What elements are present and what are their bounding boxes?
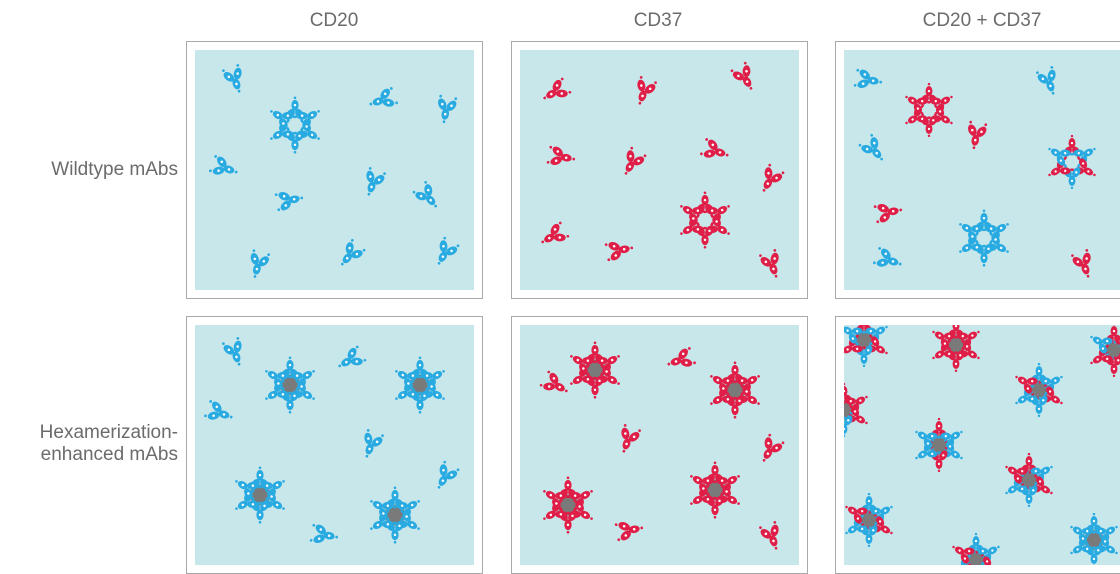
membrane-scene xyxy=(520,50,799,290)
membrane-scene xyxy=(844,50,1120,290)
row-title-line-1: Hexamerization- xyxy=(0,422,178,444)
column-title-cd20: CD20 xyxy=(214,10,454,32)
panel-wildtype-cd20-cd37 xyxy=(835,41,1120,299)
row-title-line-2: enhanced mAbs xyxy=(0,444,178,466)
membrane-background xyxy=(520,50,799,290)
panel-wildtype-cd37 xyxy=(511,41,808,299)
column-title-cd37: CD37 xyxy=(538,10,778,32)
panel-hexamer-cd20 xyxy=(186,316,483,574)
membrane-background xyxy=(520,325,799,565)
membrane-scene xyxy=(195,325,474,565)
row-title-hexamerization: Hexamerization- enhanced mAbs xyxy=(0,422,178,466)
row-title-line: Wildtype mAbs xyxy=(51,159,178,180)
membrane-scene xyxy=(844,325,1120,565)
membrane-scene xyxy=(195,50,474,290)
column-title-cd20-cd37: CD20 + CD37 xyxy=(862,10,1102,32)
membrane-scene xyxy=(520,325,799,565)
panel-hexamer-cd37 xyxy=(511,316,808,574)
row-title-wildtype: Wildtype mAbs xyxy=(0,159,178,181)
panel-wildtype-cd20 xyxy=(186,41,483,299)
panel-hexamer-cd20-cd37 xyxy=(835,316,1120,574)
